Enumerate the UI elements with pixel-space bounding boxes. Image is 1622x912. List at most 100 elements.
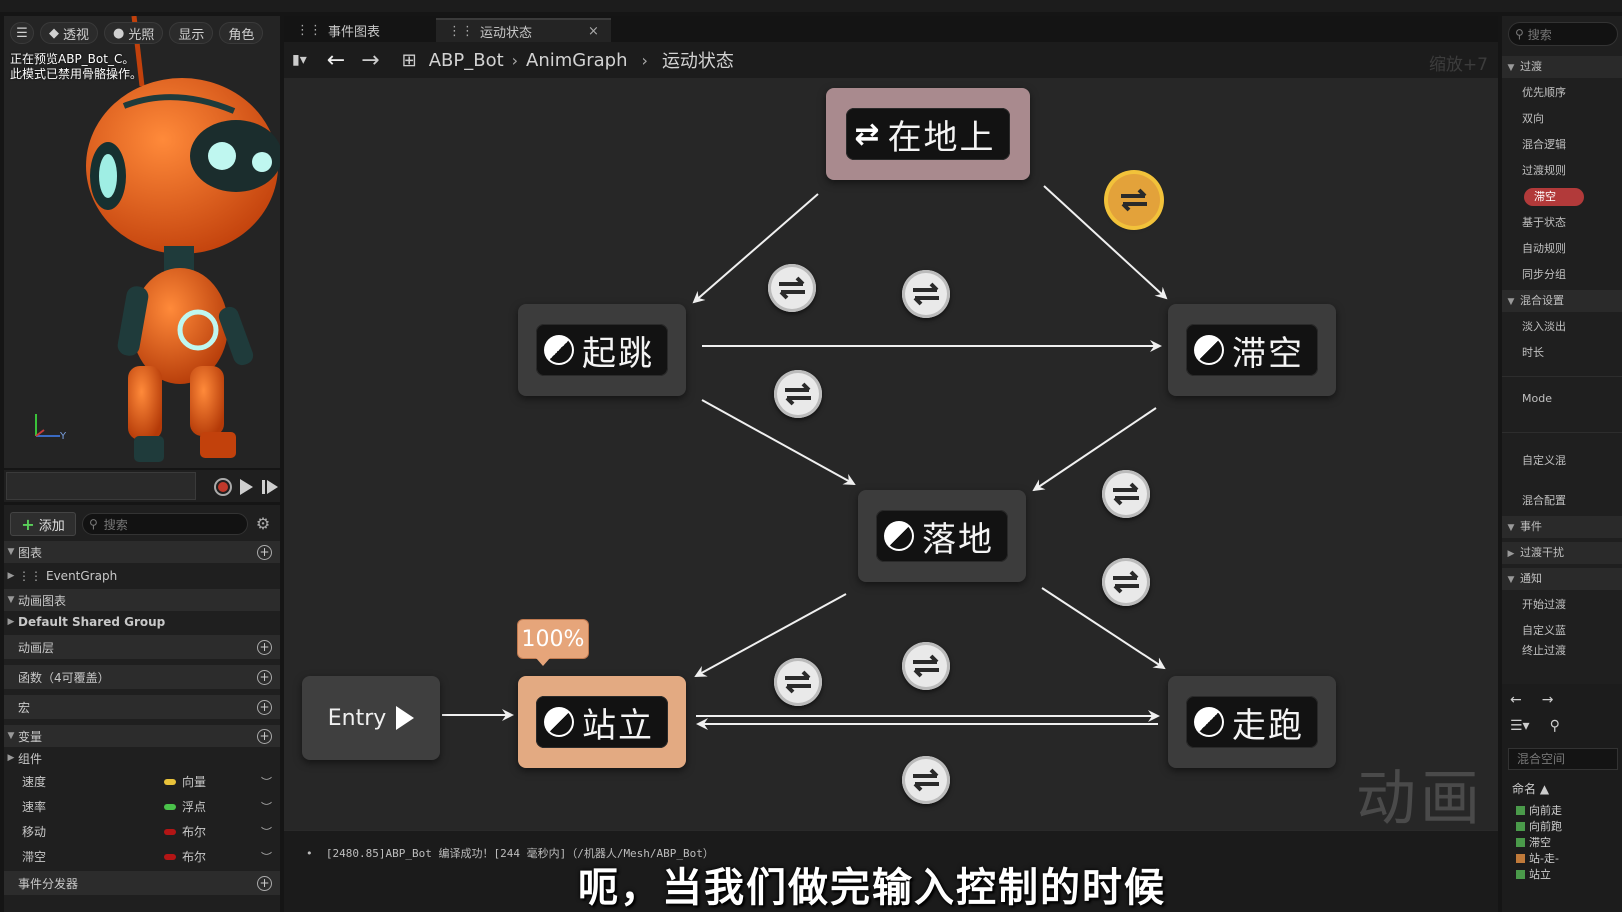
state-node-jump[interactable]: 起跳 <box>518 304 686 396</box>
conduit-node-on-ground[interactable]: ⇄ 在地上 <box>826 88 1030 180</box>
state-node-land[interactable]: 落地 <box>858 490 1026 582</box>
macros-section[interactable]: 宏 + <box>4 695 280 719</box>
asset-filter-input[interactable]: 混合空间 <box>1508 748 1618 770</box>
details-row: 过渡规则 <box>1522 164 1566 177</box>
search-icon[interactable]: ⚲ <box>1549 718 1560 734</box>
details-section-blend[interactable]: ▼混合设置 <box>1502 290 1622 312</box>
log-line: • [2480.85]ABP_Bot 编译成功！[244 毫秒内]（/机器人/M… <box>306 847 714 860</box>
add-macro-icon[interactable]: + <box>257 699 272 715</box>
transition-rule-icon-selected[interactable] <box>1108 174 1160 226</box>
eye-icon[interactable]: ︶ <box>261 850 272 864</box>
default-shared-group[interactable]: ▶Default Shared Group <box>4 611 280 633</box>
name-column-header[interactable]: 命名 ▲ <box>1512 782 1550 796</box>
filter-icon[interactable]: ☰▾ <box>1510 718 1530 734</box>
add-dispatcher-icon[interactable]: + <box>257 875 272 891</box>
functions-section[interactable]: 函数（4可覆盖） + <box>4 665 280 689</box>
playback-controls <box>4 470 280 502</box>
play-button[interactable] <box>240 479 253 495</box>
transition-wires <box>442 185 1168 730</box>
details-section-transition[interactable]: ▼过渡 <box>1502 56 1622 78</box>
variable-row[interactable]: 速度 向量 ︶ <box>22 775 272 789</box>
asset-icon <box>1516 805 1525 815</box>
variable-row[interactable]: 速率 浮点 ︶ <box>22 800 272 814</box>
asset-item[interactable]: 向前跑 <box>1516 818 1562 834</box>
entry-node[interactable]: Entry <box>302 676 440 760</box>
asset-item[interactable]: 滞空 <box>1516 834 1551 850</box>
details-search-input[interactable]: ⚲搜索 <box>1508 22 1618 46</box>
preview-viewport[interactable]: ☰ ◆透视 ●光照 显示 角色 正在预览ABP_Bot_C。 此模式已禁用骨骼操… <box>4 16 280 468</box>
graph-watermark: 动画 <box>1356 764 1484 834</box>
variables-section[interactable]: ▼变量 + <box>4 725 280 747</box>
back-arrow-icon[interactable]: ← <box>1510 692 1522 708</box>
state-machine-icon: ⋮⋮ <box>448 23 474 39</box>
breadcrumb-item[interactable]: AnimGraph <box>526 49 628 71</box>
transition-rule-icon[interactable] <box>1102 470 1150 518</box>
add-function-icon[interactable]: + <box>257 669 272 685</box>
transition-line[interactable] <box>701 399 856 485</box>
transition-rule-icon[interactable] <box>902 756 950 804</box>
details-section-notify[interactable]: ▼通知 <box>1502 568 1622 590</box>
add-graph-icon[interactable]: + <box>257 544 272 560</box>
transition-rule-icon[interactable] <box>1102 558 1150 606</box>
state-icon <box>544 335 574 365</box>
state-machine-canvas[interactable]: ⇄ 在地上 起跳 滞空 落地 站立 走跑 Entry 100% <box>284 78 1498 834</box>
forward-arrow-icon[interactable]: → <box>361 47 380 73</box>
transition-rule-icon[interactable] <box>774 658 822 706</box>
details-section-interrupt[interactable]: ▶过渡干扰 <box>1502 542 1622 564</box>
anim-graphs-section[interactable]: ▼动画图表 <box>4 589 280 611</box>
details-row: 同步分组 <box>1522 268 1566 281</box>
transition-line[interactable] <box>1032 407 1157 492</box>
tab-locomotion-state[interactable]: ⋮⋮运动状态× <box>436 18 611 42</box>
close-tab-icon[interactable]: × <box>588 23 599 39</box>
eye-icon[interactable]: ︶ <box>261 800 272 814</box>
character-button[interactable]: 角色 <box>219 22 264 44</box>
asset-item[interactable]: 向前走 <box>1516 802 1562 818</box>
eye-icon[interactable]: ︶ <box>261 825 272 839</box>
asset-item[interactable]: 站-走- <box>1516 850 1559 866</box>
show-button[interactable]: 显示 <box>169 22 214 44</box>
transition-rule-icon[interactable] <box>768 264 816 312</box>
forward-arrow-icon[interactable]: → <box>1541 692 1554 708</box>
add-layer-icon[interactable]: + <box>257 639 272 655</box>
state-node-idle[interactable]: 站立 <box>518 676 686 768</box>
transition-rule-icon[interactable] <box>774 370 822 418</box>
back-arrow-icon[interactable]: ← <box>326 47 346 73</box>
asset-icon <box>1516 869 1525 879</box>
asset-item[interactable]: 站立 <box>1516 866 1551 882</box>
eye-icon[interactable]: ︶ <box>261 775 272 789</box>
gear-icon[interactable]: ⚙ <box>255 514 271 533</box>
breadcrumb-item[interactable]: ABP_Bot <box>428 49 504 71</box>
playback-field[interactable] <box>6 472 196 500</box>
transition-line[interactable] <box>1043 185 1168 300</box>
anim-layers-section[interactable]: 动画层 + <box>4 635 280 659</box>
add-variable-icon[interactable]: + <box>257 728 272 744</box>
variable-row[interactable]: 滞空 布尔 ︶ <box>22 850 272 864</box>
state-node-run[interactable]: 走跑 <box>1168 676 1336 768</box>
blueprint-search-input[interactable]: ⚲搜索 <box>82 513 248 535</box>
details-section-events[interactable]: ▼事件 <box>1502 516 1622 538</box>
components-item[interactable]: ▶组件 <box>4 747 280 769</box>
transition-rule-tag[interactable]: 滞空 <box>1524 188 1584 206</box>
add-button[interactable]: +添加 <box>10 512 76 536</box>
details-row: 自定义蓝 <box>1522 624 1566 637</box>
menu-button[interactable]: ☰ <box>10 22 34 44</box>
event-graph-item[interactable]: ▶⋮⋮EventGraph <box>4 563 280 589</box>
robot-mesh-preview <box>35 16 280 462</box>
tab-event-graph[interactable]: ⋮⋮事件图表 <box>296 22 381 40</box>
graphs-section[interactable]: ▼图表 + <box>4 541 280 563</box>
state-node-air[interactable]: 滞空 <box>1168 304 1336 396</box>
step-forward-icon[interactable] <box>262 479 278 495</box>
transition-line[interactable] <box>694 593 847 677</box>
transition-line[interactable] <box>692 193 819 304</box>
lighting-button[interactable]: ●光照 <box>104 22 164 44</box>
search-icon: ⚲ <box>89 517 98 531</box>
variable-row[interactable]: 移动 布尔 ︶ <box>22 825 272 839</box>
transition-line[interactable] <box>1041 587 1166 670</box>
transition-rule-icon[interactable] <box>902 642 950 690</box>
transition-rule-icon[interactable] <box>902 270 950 318</box>
perspective-button[interactable]: ◆透视 <box>40 22 99 44</box>
event-dispatchers-section[interactable]: 事件分发器 + <box>4 871 280 895</box>
bookmark-icon[interactable]: ▮▾ <box>292 52 307 68</box>
details-panel: ⚲搜索 ▼过渡 优先顺序 双向 混合逻辑 过渡规则 滞空 基于状态 自动规则 同… <box>1502 16 1622 912</box>
record-button[interactable] <box>214 478 232 496</box>
